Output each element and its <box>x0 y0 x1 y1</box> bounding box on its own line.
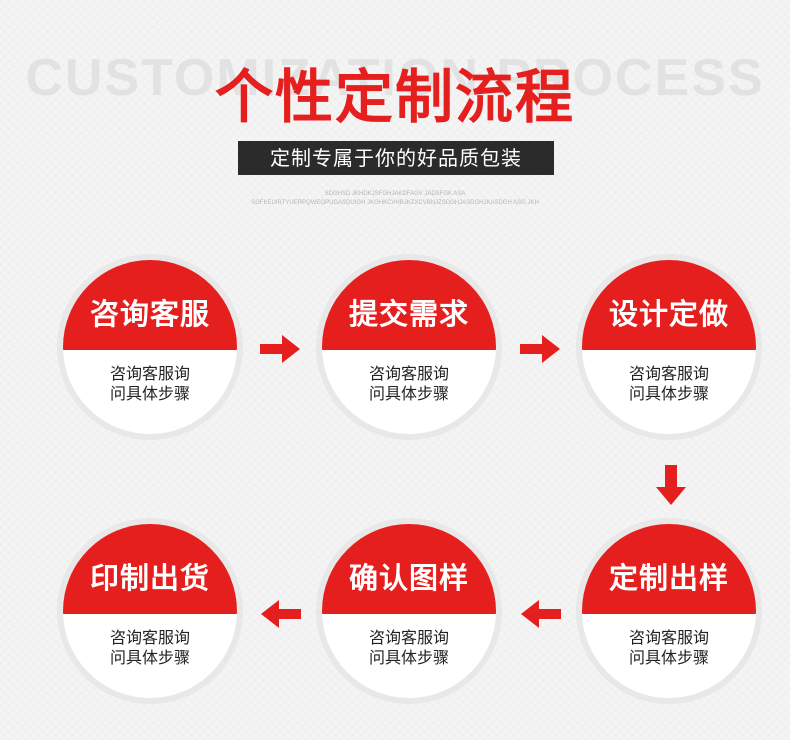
decorative-small-text-1: SDGHSD JKHDKJSFGHJAKDFAGV JADSFGK ASA <box>324 191 466 197</box>
step-description: 咨询客服询问具体步骤 <box>109 628 190 667</box>
step-title: 咨询客服 <box>89 297 210 331</box>
arrow-right-icon <box>260 335 300 363</box>
step-confirm-design: 确认图样 咨询客服询问具体步骤 <box>316 518 502 704</box>
step-description: 咨询客服询问具体步骤 <box>109 364 190 403</box>
step-submit-requirements: 提交需求 咨询客服询问具体步骤 <box>316 254 502 440</box>
page-title: 个性定制流程 <box>214 63 575 131</box>
background-watermark-text: CUSTOMIZATION PROCESS <box>25 49 765 107</box>
step-print-ship: 印制出货 咨询客服询问具体步骤 <box>57 518 243 704</box>
step-description: 咨询客服询问具体步骤 <box>628 364 709 403</box>
step-description: 咨询客服询问具体步骤 <box>368 364 449 403</box>
step-title: 提交需求 <box>348 297 469 331</box>
step-title: 设计定做 <box>608 297 729 331</box>
arrow-left-icon <box>521 600 561 628</box>
step-title: 印制出货 <box>89 561 210 595</box>
step-design-custom: 设计定做 咨询客服询问具体步骤 <box>576 254 762 440</box>
step-description: 咨询客服询问具体步骤 <box>628 628 709 667</box>
step-description: 咨询客服询问具体步骤 <box>368 628 449 667</box>
step-title: 定制出样 <box>608 561 729 595</box>
arrow-right-icon <box>520 335 560 363</box>
step-sample-production: 定制出样 咨询客服询问具体步骤 <box>576 518 762 704</box>
arrow-down-icon <box>656 465 686 505</box>
subtitle-bar: 定制专属于你的好品质包装 <box>238 141 554 175</box>
step-title: 确认图样 <box>348 561 469 595</box>
decorative-small-text-2: SGFKEUIRTYUERPQWEOPUGASDUIGH JKGHKCVHBJK… <box>251 200 539 206</box>
arrow-left-icon <box>261 600 301 628</box>
step-consult-service: 咨询客服 咨询客服询问具体步骤 <box>57 254 243 440</box>
